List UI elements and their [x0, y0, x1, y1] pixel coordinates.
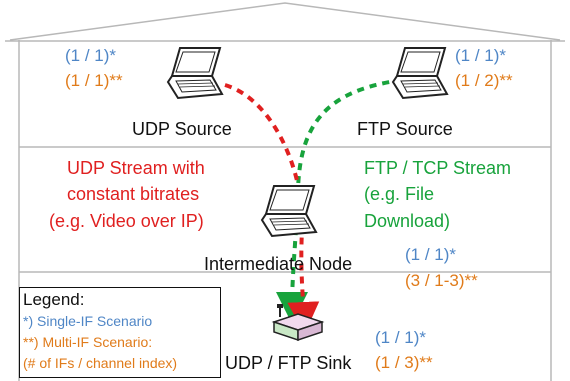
udp-source-label: UDP Source — [132, 119, 232, 139]
udp-source-multi-if: (1 / 1)** — [65, 71, 123, 90]
udp-stream-text-3: (e.g. Video over IP) — [49, 211, 204, 231]
laptop-icon — [166, 47, 224, 100]
ftp-source-label: FTP Source — [357, 119, 453, 139]
router-icon — [271, 304, 325, 342]
ftp-stream-text-3: Download) — [364, 211, 451, 231]
intermediate-node-label: Intermediate Node — [204, 254, 353, 274]
laptop-icon — [260, 185, 318, 238]
legend-multi-if-detail: (# of IFs / channel index) — [23, 355, 178, 371]
laptop-icon — [391, 47, 449, 100]
legend: Legend: *) Single-IF Scenario **) Multi-… — [19, 287, 221, 378]
legend-multi-if: **) Multi-IF Scenario: — [23, 334, 153, 350]
intermediate-multi-if: (3 / 1-3)** — [405, 271, 478, 290]
ftp-source-single-if: (1 / 1)* — [455, 46, 507, 65]
roof — [9, 2, 561, 41]
udp-stream-text-1: UDP Stream with — [67, 158, 205, 178]
sink-multi-if: (1 / 3)** — [375, 353, 433, 372]
legend-single-if: *) Single-IF Scenario — [23, 313, 153, 329]
intermediate-single-if: (1 / 1)* — [405, 245, 457, 264]
ftp-stream-text-2: (e.g. File — [364, 184, 435, 204]
ftp-stream-text-1: FTP / TCP Stream — [364, 158, 512, 178]
ftp-source-multi-if: (1 / 2)** — [455, 71, 513, 90]
ftp-stream-path — [276, 78, 403, 324]
sink-single-if: (1 / 1)* — [375, 328, 427, 347]
sink-label: UDP / FTP Sink — [225, 353, 352, 373]
udp-stream-text-2: constant bitrates — [67, 184, 200, 204]
udp-source-single-if: (1 / 1)* — [65, 46, 117, 65]
legend-title: Legend: — [23, 290, 85, 309]
